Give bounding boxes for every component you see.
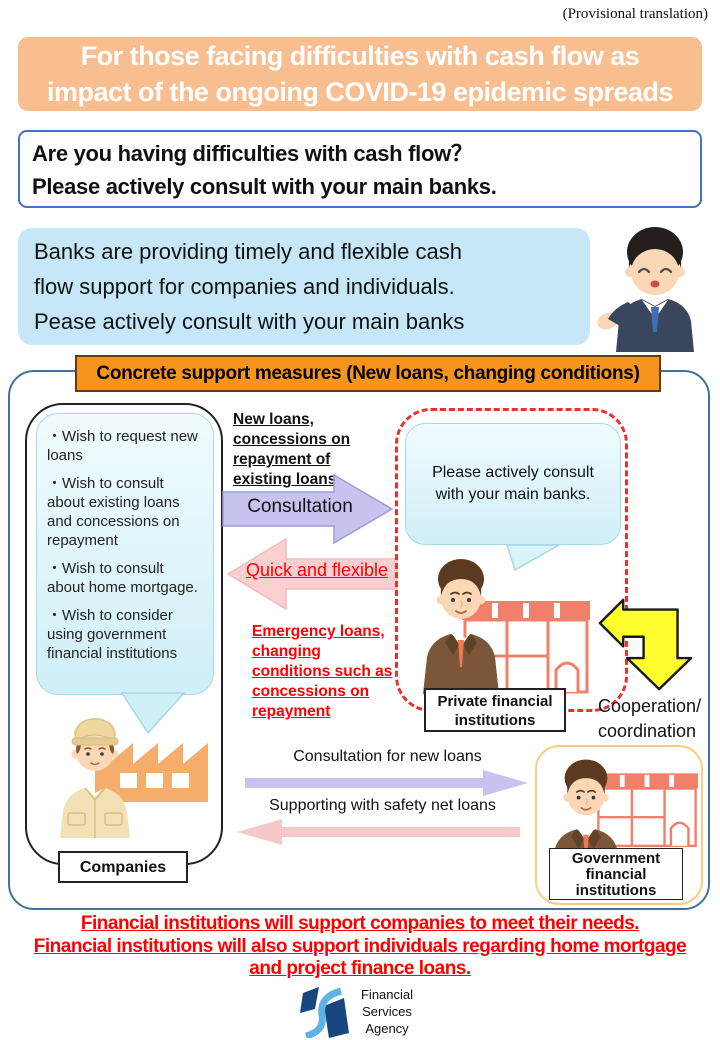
provisional-note: (Provisional translation) xyxy=(562,6,708,22)
private-institutions-label: Private financial institutions xyxy=(424,688,566,732)
info-text: Banks are providing timely and flexible … xyxy=(34,239,465,334)
question-box: Are you having difficulties with cash fl… xyxy=(18,130,702,208)
quick-flexible-label: Quick and flexible xyxy=(245,560,389,580)
consultation-label: Consultation xyxy=(247,496,353,517)
footer-message: Financial institutions will support comp… xyxy=(33,913,687,979)
new-loans-arrow-right xyxy=(245,770,528,796)
companies-need: ・Wish to request new loans xyxy=(47,428,198,464)
speech-bubble-tail xyxy=(120,692,186,735)
cooperation-label: Cooperation/ coordination xyxy=(598,696,702,741)
bank-icon xyxy=(596,773,698,848)
new-loans-flow-label: Consultation for new loans xyxy=(293,748,482,765)
banker-illustration xyxy=(423,559,499,694)
consultation-arrow-right xyxy=(222,473,394,545)
new-loans-concessions-label: New loans, concessions on repayment of e… xyxy=(233,411,351,488)
quick-arrow-left xyxy=(226,537,398,611)
companies-need: ・Wish to consult about home mortgage. xyxy=(47,560,198,596)
title-text: For those facing difficulties with cash … xyxy=(46,41,674,107)
fsa-logo xyxy=(300,987,349,1038)
companies-need: ・Wish to consider using government finan… xyxy=(47,607,178,662)
section-header: Concrete support measures (New loans, ch… xyxy=(75,355,661,392)
question-text: Are you having difficulties with cash fl… xyxy=(32,141,497,199)
businessman-illustration xyxy=(597,227,694,352)
cooperation-bent-arrow xyxy=(598,598,693,691)
private-speech-bubble: Please actively consult with your main b… xyxy=(405,423,621,545)
private-bubble-text: Please actively consult with your main b… xyxy=(432,464,594,503)
companies-label: Companies xyxy=(58,851,188,883)
title-banner: For those facing difficulties with cash … xyxy=(18,37,702,111)
government-institutions-label: Government financial institutions xyxy=(549,848,683,900)
factory-icon xyxy=(95,736,208,802)
section-title: Concrete support measures (New loans, ch… xyxy=(96,362,640,384)
safety-net-arrow-left xyxy=(237,819,520,845)
worker-illustration xyxy=(60,718,130,838)
emergency-loans-label: Emergency loans, changing conditions suc… xyxy=(252,623,393,720)
companies-need: ・Wish to consult about existing loans an… xyxy=(47,475,180,549)
fsa-agency-name: Financial Services Agency xyxy=(360,987,414,1036)
safety-net-flow-label: Supporting with safety net loans xyxy=(269,797,496,814)
info-box: Banks are providing timely and flexible … xyxy=(18,228,590,345)
companies-speech-bubble: ・Wish to request new loans ・Wish to cons… xyxy=(36,413,214,695)
speech-bubble-tail xyxy=(505,544,561,572)
